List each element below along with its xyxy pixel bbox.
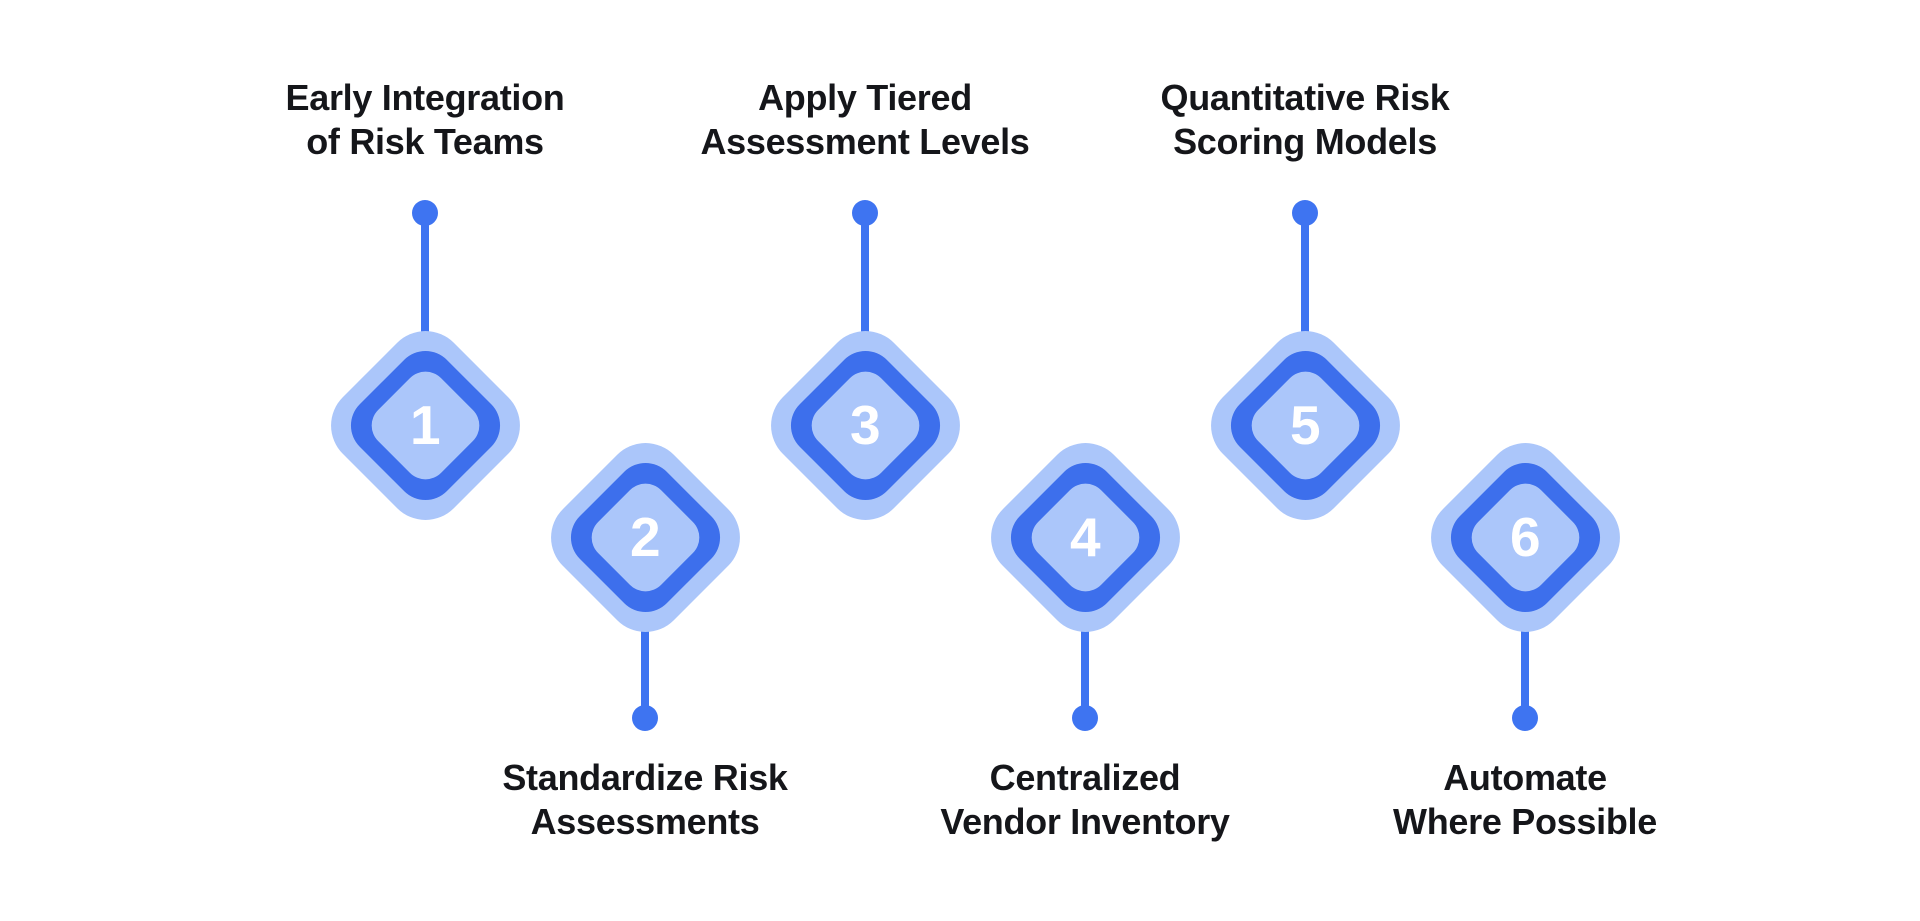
step-label: Standardize Risk Assessments xyxy=(410,756,880,844)
diamond-inner: 1 xyxy=(362,362,488,489)
step-diamond: 5 xyxy=(1193,314,1417,537)
step-diamond: 3 xyxy=(753,314,977,537)
step-diamond: 6 xyxy=(1413,426,1637,649)
connector-line xyxy=(1081,538,1089,720)
connector-dot xyxy=(632,705,658,731)
step-diamond: 1 xyxy=(313,314,537,537)
step-label: Centralized Vendor Inventory xyxy=(850,756,1320,844)
diamond-ring: 6 xyxy=(1438,450,1612,625)
diamond-inner: 2 xyxy=(582,474,708,601)
connector-dot xyxy=(1292,200,1318,226)
connector-line xyxy=(861,212,869,428)
step-number: 3 xyxy=(849,394,881,456)
diamond-ring: 5 xyxy=(1218,338,1392,513)
diamond-ring: 1 xyxy=(338,338,512,513)
step-label-line2: Scoring Models xyxy=(1173,121,1437,162)
step-label-line2: Assessments xyxy=(530,801,760,842)
step-label-line1: Centralized xyxy=(989,757,1181,798)
connector-line xyxy=(1521,538,1529,720)
step-label: Quantitative Risk Scoring Models xyxy=(1070,76,1540,164)
step-diamond: 2 xyxy=(533,426,757,649)
step-number: 5 xyxy=(1289,394,1321,456)
step-label-line1: Early Integration xyxy=(285,77,565,118)
connector-line xyxy=(1301,212,1309,428)
diamond-inner: 4 xyxy=(1022,474,1148,601)
connector-line xyxy=(421,212,429,428)
diamond-ring: 2 xyxy=(558,450,732,625)
diamond-ring: 3 xyxy=(778,338,952,513)
step-label-line1: Apply Tiered xyxy=(758,77,972,118)
diamond-inner: 5 xyxy=(1242,362,1368,489)
connector-line xyxy=(641,538,649,720)
step-label-line1: Quantitative Risk xyxy=(1160,77,1450,118)
connector-dot xyxy=(412,200,438,226)
diamond-ring: 4 xyxy=(998,450,1172,625)
step-diamond: 4 xyxy=(973,426,1197,649)
step-number: 4 xyxy=(1069,506,1101,568)
step-number: 2 xyxy=(629,506,661,568)
connector-dot xyxy=(1072,705,1098,731)
step-label-line2: Assessment Levels xyxy=(700,121,1030,162)
step-label-line1: Standardize Risk xyxy=(502,757,788,798)
step-label: Automate Where Possible xyxy=(1290,756,1760,844)
step-label-line2: Where Possible xyxy=(1393,801,1657,842)
step-number: 1 xyxy=(409,394,441,456)
diamond-inner: 6 xyxy=(1462,474,1588,601)
step-number: 6 xyxy=(1509,506,1541,568)
step-label-line2: Vendor Inventory xyxy=(940,801,1230,842)
connector-dot xyxy=(1512,705,1538,731)
step-label: Early Integration of Risk Teams xyxy=(190,76,660,164)
step-label-line1: Automate xyxy=(1443,757,1607,798)
step-label-line2: of Risk Teams xyxy=(306,121,544,162)
diamond-inner: 3 xyxy=(802,362,928,489)
connector-dot xyxy=(852,200,878,226)
step-label: Apply Tiered Assessment Levels xyxy=(630,76,1100,164)
